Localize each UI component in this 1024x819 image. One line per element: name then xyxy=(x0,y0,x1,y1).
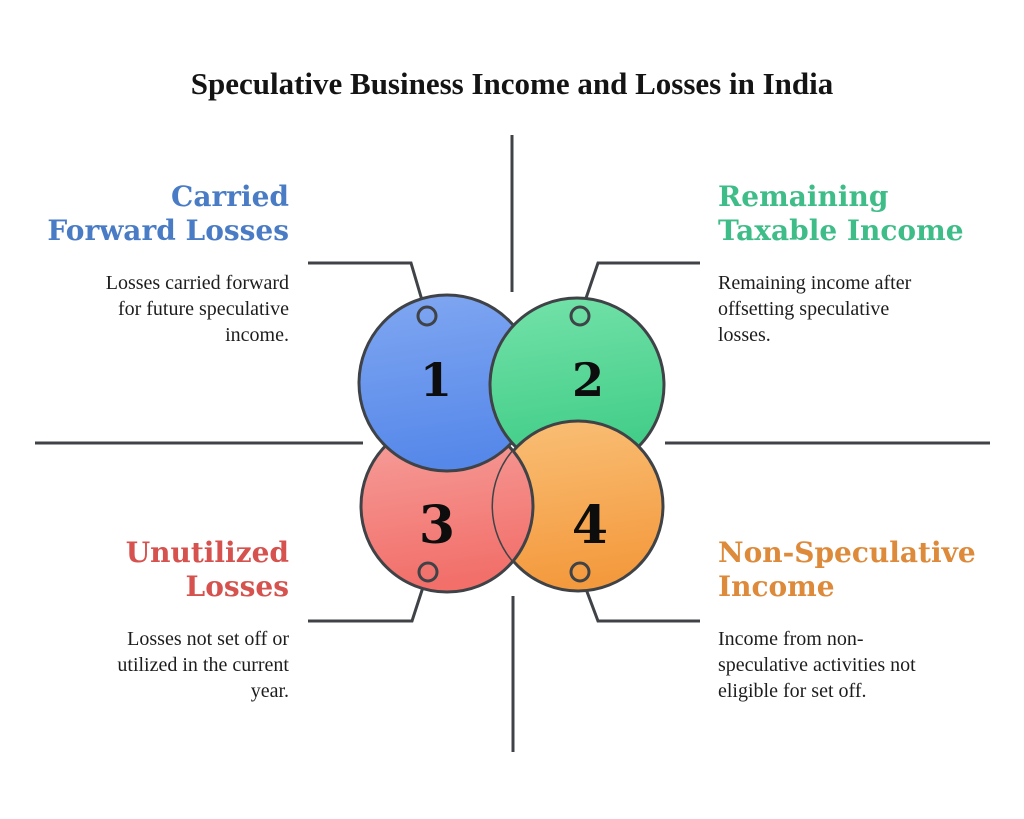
anchor-dot-4 xyxy=(569,561,591,583)
label-unutilized-losses: Unutilized Losses Losses not set off or … xyxy=(117,536,289,704)
heading-line: Income xyxy=(718,570,835,603)
description-line: losses. xyxy=(718,324,771,346)
description-remaining-taxable-income: Remaining income after offsetting specul… xyxy=(718,270,964,348)
heading-line: Forward Losses xyxy=(47,214,289,247)
description-line: utilized in the current xyxy=(117,654,289,676)
heading-non-speculative-income: Non-Speculative Income xyxy=(718,536,976,604)
heading-line: Non-Speculative xyxy=(718,536,976,569)
description-line: income. xyxy=(225,324,289,346)
description-line: Losses carried forward xyxy=(105,272,289,294)
circle-3-number: 3 xyxy=(419,495,455,556)
heading-line: Remaining xyxy=(718,180,889,213)
heading-line: Carried xyxy=(171,180,289,213)
description-line: year. xyxy=(250,680,289,702)
circle-4-number: 4 xyxy=(572,495,608,556)
connector-carried-forward-losses xyxy=(308,261,426,308)
heading-line: Losses xyxy=(185,570,289,603)
heading-unutilized-losses: Unutilized Losses xyxy=(117,536,289,604)
heading-line: Taxable Income xyxy=(718,214,964,247)
description-line: for future speculative xyxy=(117,298,289,320)
description-carried-forward-losses: Losses carried forward for future specul… xyxy=(47,270,289,348)
description-line: Remaining income after xyxy=(718,272,912,294)
description-line: eligible for set off. xyxy=(718,680,867,702)
anchor-dot-2 xyxy=(569,305,591,327)
label-carried-forward-losses: Carried Forward Losses Losses carried fo… xyxy=(47,180,289,348)
label-remaining-taxable-income: Remaining Taxable Income Remaining incom… xyxy=(718,180,964,348)
page-title: Speculative Business Income and Losses i… xyxy=(190,66,834,101)
circle-2-number: 2 xyxy=(572,353,604,407)
connector-non-speculative-income xyxy=(581,580,700,623)
heading-carried-forward-losses: Carried Forward Losses xyxy=(47,180,289,248)
heading-remaining-taxable-income: Remaining Taxable Income xyxy=(718,180,964,248)
connector-unutilized-losses xyxy=(308,580,427,623)
description-line: offsetting speculative xyxy=(718,298,890,320)
description-line: speculative activities not xyxy=(718,654,916,676)
anchor-dot-1 xyxy=(416,305,438,327)
description-line: Income from non- xyxy=(718,628,864,650)
circle-1-number: 1 xyxy=(420,353,452,407)
description-unutilized-losses: Losses not set off or utilized in the cu… xyxy=(117,626,289,704)
label-non-speculative-income: Non-Speculative Income Income from non- … xyxy=(718,536,976,704)
anchor-dot-3 xyxy=(417,561,439,583)
circle-3-overlap-piece xyxy=(493,421,535,591)
heading-line: Unutilized xyxy=(125,536,289,569)
description-non-speculative-income: Income from non- speculative activities … xyxy=(718,626,976,704)
description-line: Losses not set off or xyxy=(127,628,289,650)
connector-remaining-taxable-income xyxy=(581,261,700,308)
